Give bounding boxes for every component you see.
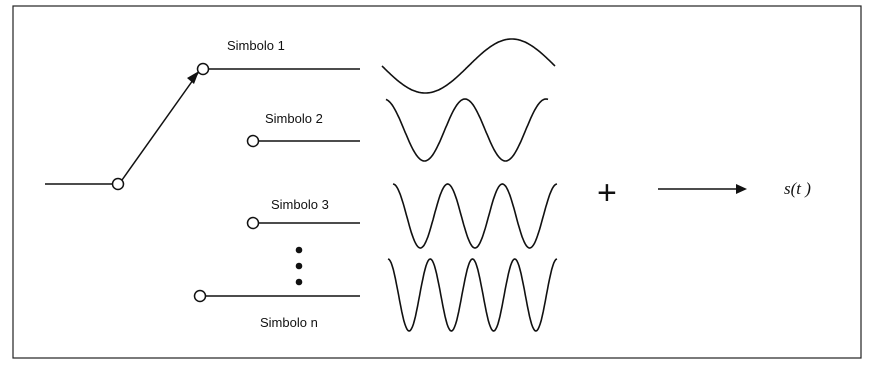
switch-arm bbox=[121, 72, 199, 181]
label-symbol-n: Simbolo n bbox=[260, 315, 318, 330]
diagram-frame bbox=[12, 5, 862, 359]
output-arrowhead bbox=[736, 184, 747, 194]
switch-arrowhead bbox=[187, 71, 199, 84]
waveform-symbol-3 bbox=[392, 183, 558, 249]
ellipsis-dot bbox=[295, 246, 303, 254]
label-symbol-2: Simbolo 2 bbox=[265, 111, 323, 126]
sum-symbol: + bbox=[597, 174, 617, 212]
terminal-symbol-n bbox=[193, 289, 207, 303]
terminal-symbol-3 bbox=[246, 216, 260, 230]
ellipsis-dot bbox=[295, 262, 303, 270]
output-signal-label: s(t ) bbox=[784, 179, 811, 198]
waveform-symbol-n bbox=[387, 258, 558, 332]
switch-input-terminal bbox=[111, 177, 125, 191]
ellipsis-dot bbox=[295, 278, 303, 286]
waveform-symbol-2 bbox=[385, 98, 549, 162]
waveform-symbol-1 bbox=[381, 38, 556, 94]
terminal-symbol-1 bbox=[196, 62, 210, 76]
terminal-symbol-2 bbox=[246, 134, 260, 148]
label-symbol-1: Simbolo 1 bbox=[227, 38, 285, 53]
label-symbol-3: Simbolo 3 bbox=[271, 197, 329, 212]
